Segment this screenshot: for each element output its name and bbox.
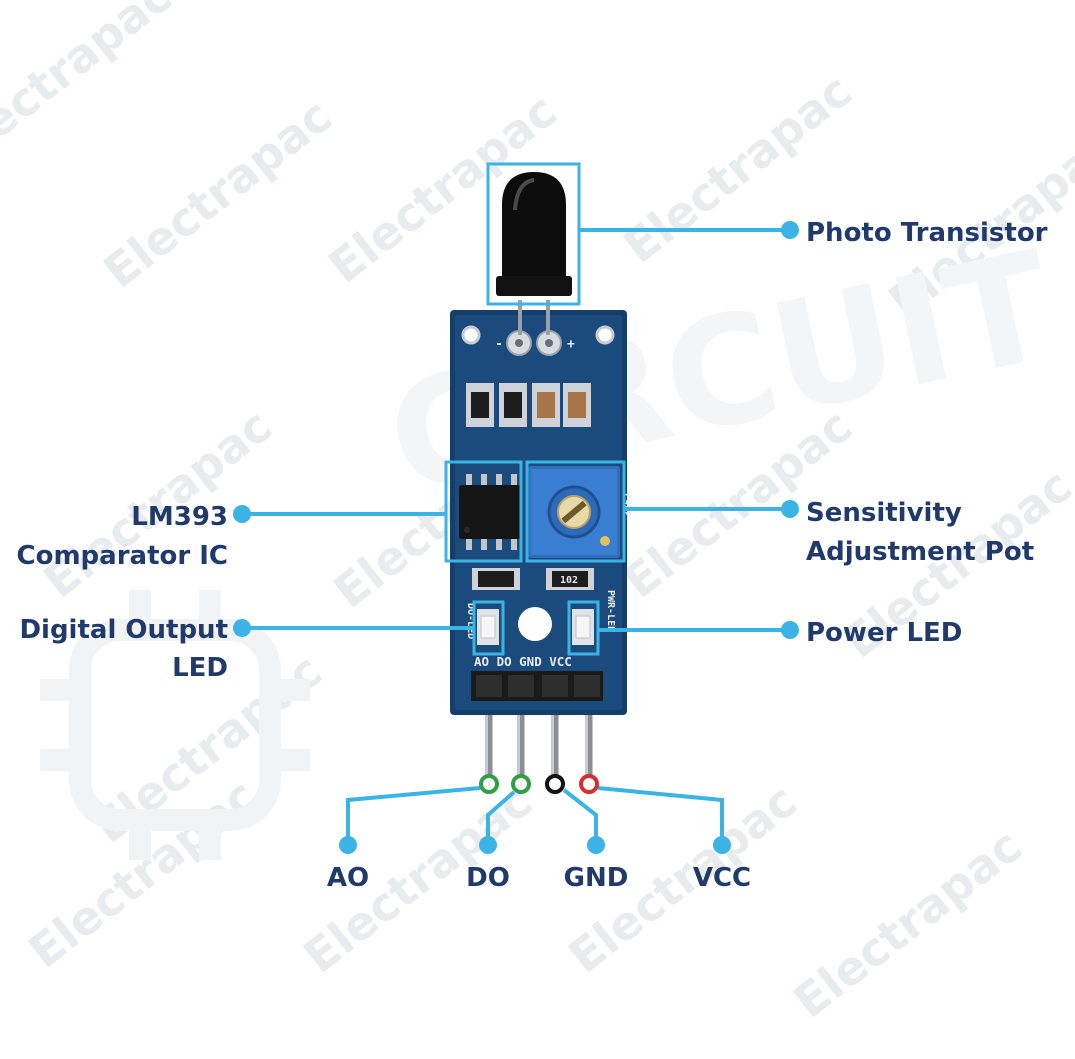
- do-led-component: [477, 609, 499, 645]
- silk-minus: -: [495, 337, 503, 352]
- photo-transistor-component: [496, 172, 572, 335]
- label-power-led: Power LED: [806, 618, 962, 648]
- label-pot-line2: Adjustment Pot: [806, 537, 1034, 567]
- box-pot: [525, 460, 626, 563]
- line-ao: [346, 786, 481, 843]
- resistor-code: 102: [560, 575, 578, 586]
- line-do: [486, 790, 516, 843]
- callout-dots: [233, 221, 799, 854]
- pot-code: 3362: [623, 493, 634, 517]
- watermark-logo: [40, 590, 310, 860]
- silk-pwr-led: PWR-LED: [605, 590, 616, 632]
- label-comparator-line1: LM393: [131, 502, 228, 532]
- smd-row-top: [466, 383, 591, 427]
- label-pin-ao: AO: [327, 863, 369, 893]
- line-gnd: [562, 788, 598, 843]
- pin-ring-ao: [479, 774, 499, 794]
- silk-do-led: DO-LED: [465, 603, 476, 639]
- label-pin-vcc: VCC: [693, 863, 751, 893]
- smd-row-bottom: 102: [472, 568, 594, 590]
- label-pin-gnd: GND: [564, 863, 629, 893]
- box-photo-transistor: [486, 162, 581, 306]
- pin-ring-do: [511, 774, 531, 794]
- pwr-led-component: [572, 609, 594, 645]
- label-pin-do: DO: [466, 863, 510, 893]
- label-dout-line2: LED: [172, 653, 228, 683]
- watermark-5: Electrapac: [0, 0, 182, 179]
- silk-header: AO DO GND VCC: [474, 654, 572, 669]
- watermark-14: Electrapac: [784, 818, 1032, 1028]
- silk-plus: +: [567, 337, 575, 352]
- pcb-board: - + 3362: [450, 310, 634, 715]
- label-comparator-line2: Comparator IC: [17, 541, 228, 571]
- label-pot-line1: Sensitivity: [806, 498, 962, 528]
- watermark-1: Electrapac: [94, 88, 342, 298]
- callout-lines: [242, 228, 790, 843]
- pin-rings: [479, 774, 599, 794]
- lm393-chip: [459, 474, 522, 550]
- line-vcc: [597, 786, 724, 843]
- mounting-hole: [518, 607, 552, 641]
- pin-ring-gnd: [545, 774, 565, 794]
- label-dout-line1: Digital Output: [19, 615, 228, 645]
- label-photo-transistor: Photo Transistor: [806, 218, 1048, 248]
- pin-ring-vcc: [579, 774, 599, 794]
- box-lm393: [444, 460, 523, 563]
- sensitivity-pot: 3362: [528, 466, 634, 558]
